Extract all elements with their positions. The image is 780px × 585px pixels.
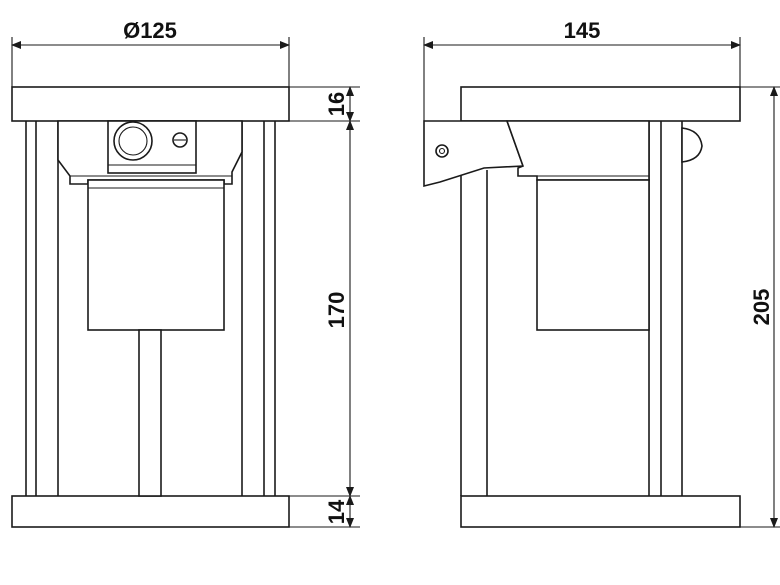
side-total-height-dimension: 205 <box>740 86 780 528</box>
front-top-cap <box>11 86 290 122</box>
top-height-label: 16 <box>324 92 349 116</box>
front-right-posts <box>241 121 276 496</box>
front-lamp-shade <box>87 179 225 331</box>
side-depth-dimension: 145 <box>423 18 741 121</box>
side-base <box>460 495 741 528</box>
total-height-label: 205 <box>749 289 774 326</box>
side-back-wall <box>460 121 488 496</box>
side-lamp-housing <box>505 120 650 181</box>
side-top-cap <box>460 86 741 122</box>
front-center-post <box>138 329 162 497</box>
bracket-screw-icon <box>435 144 449 158</box>
side-view: 145 205 <box>423 18 780 528</box>
side-depth-label: 145 <box>564 18 601 43</box>
side-lamp-shade <box>536 179 650 331</box>
sensor-lens-icon <box>113 121 153 161</box>
front-left-posts <box>25 121 59 496</box>
base-height-label: 14 <box>324 499 349 524</box>
front-height-dimensions: 16 170 14 <box>289 86 360 528</box>
side-sensor-icon <box>681 127 703 163</box>
front-width-label: Ø125 <box>123 18 177 43</box>
front-width-dimension: Ø125 <box>11 18 290 87</box>
side-right-posts <box>648 121 683 496</box>
body-height-label: 170 <box>324 292 349 329</box>
front-base <box>11 495 290 528</box>
front-view: Ø125 16 170 14 <box>11 18 360 528</box>
